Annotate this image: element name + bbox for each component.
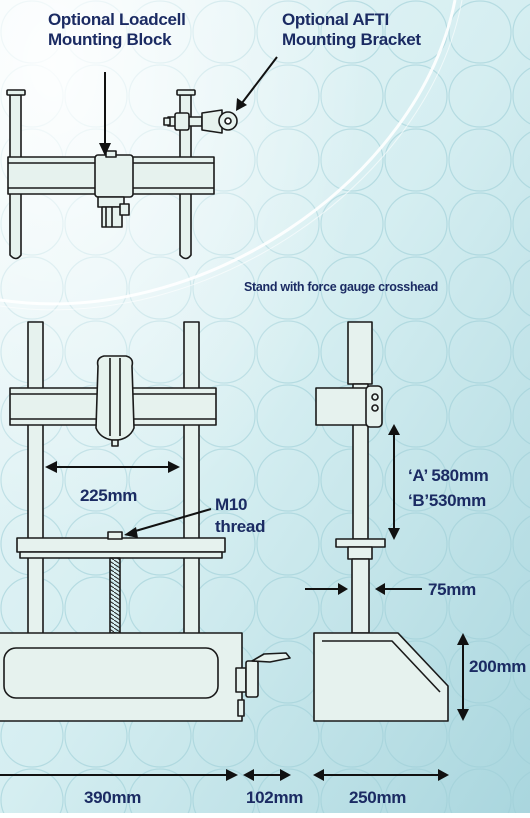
- dim-b-label: ‘B’530mm: [408, 491, 486, 510]
- front-left-column: [27, 321, 44, 638]
- stand-caption: Stand with force gauge crosshead: [244, 280, 438, 294]
- front-platen: [16, 537, 226, 553]
- m10-label-line2: thread: [215, 517, 266, 536]
- front-platen-lower: [19, 551, 223, 559]
- front-right-column: [183, 321, 200, 638]
- loadcell-mounting-block: [94, 154, 134, 198]
- handwheel: [245, 660, 259, 698]
- loadcell-label-line2: Mounting Block: [48, 30, 172, 49]
- dim-225-label: 225mm: [80, 486, 138, 505]
- front-view-stand: [0, 321, 291, 722]
- side-base: [313, 632, 449, 722]
- front-base-panel: [3, 647, 219, 699]
- dim-250-label: 250mm: [349, 788, 407, 807]
- handwheel-handle: [251, 652, 291, 663]
- afti-plate: [201, 109, 223, 134]
- dimension-lines: [0, 56, 469, 781]
- side-lower-column: [351, 558, 370, 634]
- afti-label-line1: Optional AFTI: [282, 10, 389, 29]
- handwheel-foot: [237, 699, 245, 717]
- handwheel-hub: [235, 667, 247, 693]
- dim-200-label: 200mm: [469, 657, 527, 676]
- top-left-column-cap: [6, 89, 26, 96]
- force-gauge-tip: [111, 439, 119, 447]
- side-column-top: [347, 321, 373, 385]
- dim-390-label: 390mm: [84, 788, 142, 807]
- top-right-column-cap: [176, 89, 196, 96]
- m10-thread-boss: [107, 531, 123, 540]
- afti-label-line2: Mounting Bracket: [282, 30, 421, 49]
- m10-label-line1: M10: [215, 495, 248, 514]
- top-crosshead-assembly: [6, 89, 238, 260]
- lead-screw: [109, 557, 121, 634]
- loadcell-label-line1: Optional Loadcell: [48, 10, 186, 29]
- loadcell-top-screw: [105, 150, 117, 158]
- afti-clamp: [174, 112, 190, 131]
- loadcell-side-screw: [119, 203, 130, 216]
- dim-a-label: ‘A’ 580mm: [408, 466, 489, 485]
- side-crosshead: [315, 387, 372, 426]
- side-platen: [335, 538, 386, 548]
- swoosh-curve-inner: [0, 0, 463, 311]
- side-view-stand: [313, 321, 449, 722]
- dim-75-label: 75mm: [428, 580, 476, 599]
- side-platen-nut: [347, 546, 373, 560]
- swoosh-curve: [0, 0, 457, 306]
- dim-102-label: 102mm: [246, 788, 304, 807]
- force-gauge: [95, 355, 135, 441]
- afti-end: [163, 117, 171, 126]
